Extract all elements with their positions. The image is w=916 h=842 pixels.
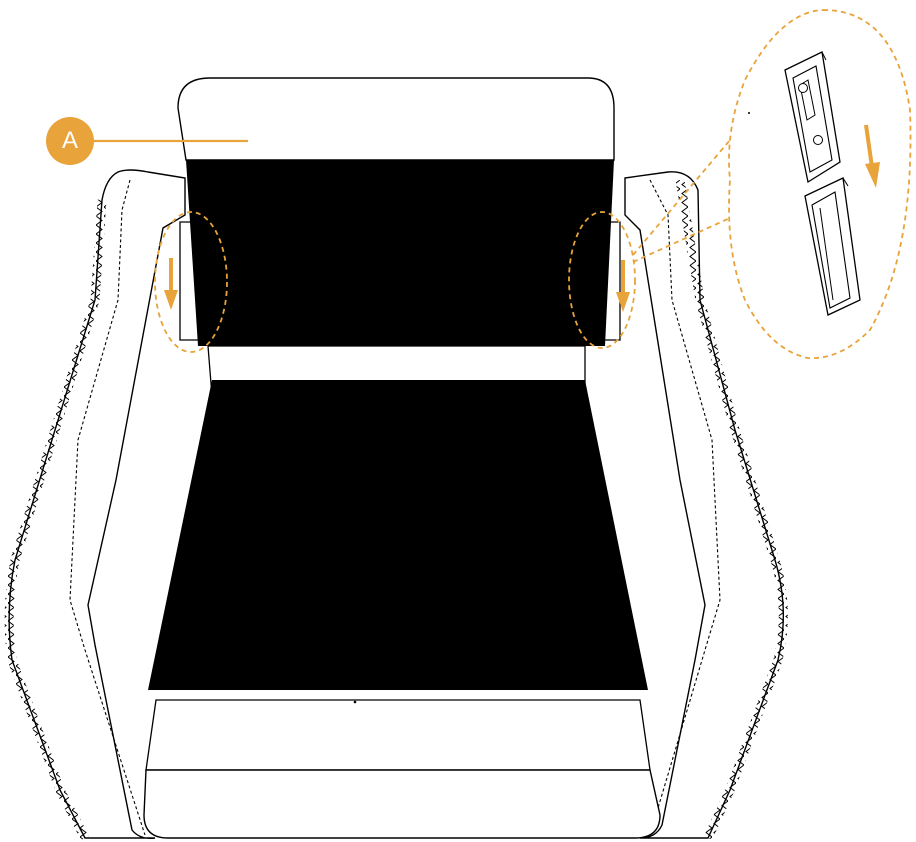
- callout-label: A: [61, 127, 78, 154]
- left-arm-seam: [69, 179, 146, 836]
- zoom-down-arrow-icon: [864, 124, 880, 188]
- left-detail-ellipse: [154, 211, 228, 353]
- zoom-dot: [748, 112, 750, 114]
- right-detail-ellipse: [568, 211, 636, 349]
- zoom-guide-top: [632, 139, 731, 256]
- backrest-top: [177, 77, 615, 161]
- zoom-detail-bubble: [728, 9, 912, 359]
- right-arm-seam: [649, 179, 721, 836]
- left-down-arrow-icon: [164, 258, 178, 310]
- callout-badge-a: A: [46, 117, 94, 165]
- backrest: [177, 77, 615, 346]
- zoom-brackets: [748, 51, 861, 316]
- lower-bracket: [804, 177, 861, 316]
- seat-front-edge: [145, 699, 651, 771]
- right-down-arrow-icon: [616, 260, 630, 312]
- seat-detail-dot: [353, 700, 357, 704]
- seat-cushion: [148, 380, 648, 690]
- upper-bracket: [784, 51, 841, 184]
- right-arm-piping: [675, 179, 788, 840]
- left-arm-piping: [4, 199, 107, 841]
- seat-base: [143, 769, 661, 839]
- annotations: [92, 9, 912, 359]
- backrest-panel: [186, 160, 614, 346]
- seat: [143, 345, 661, 839]
